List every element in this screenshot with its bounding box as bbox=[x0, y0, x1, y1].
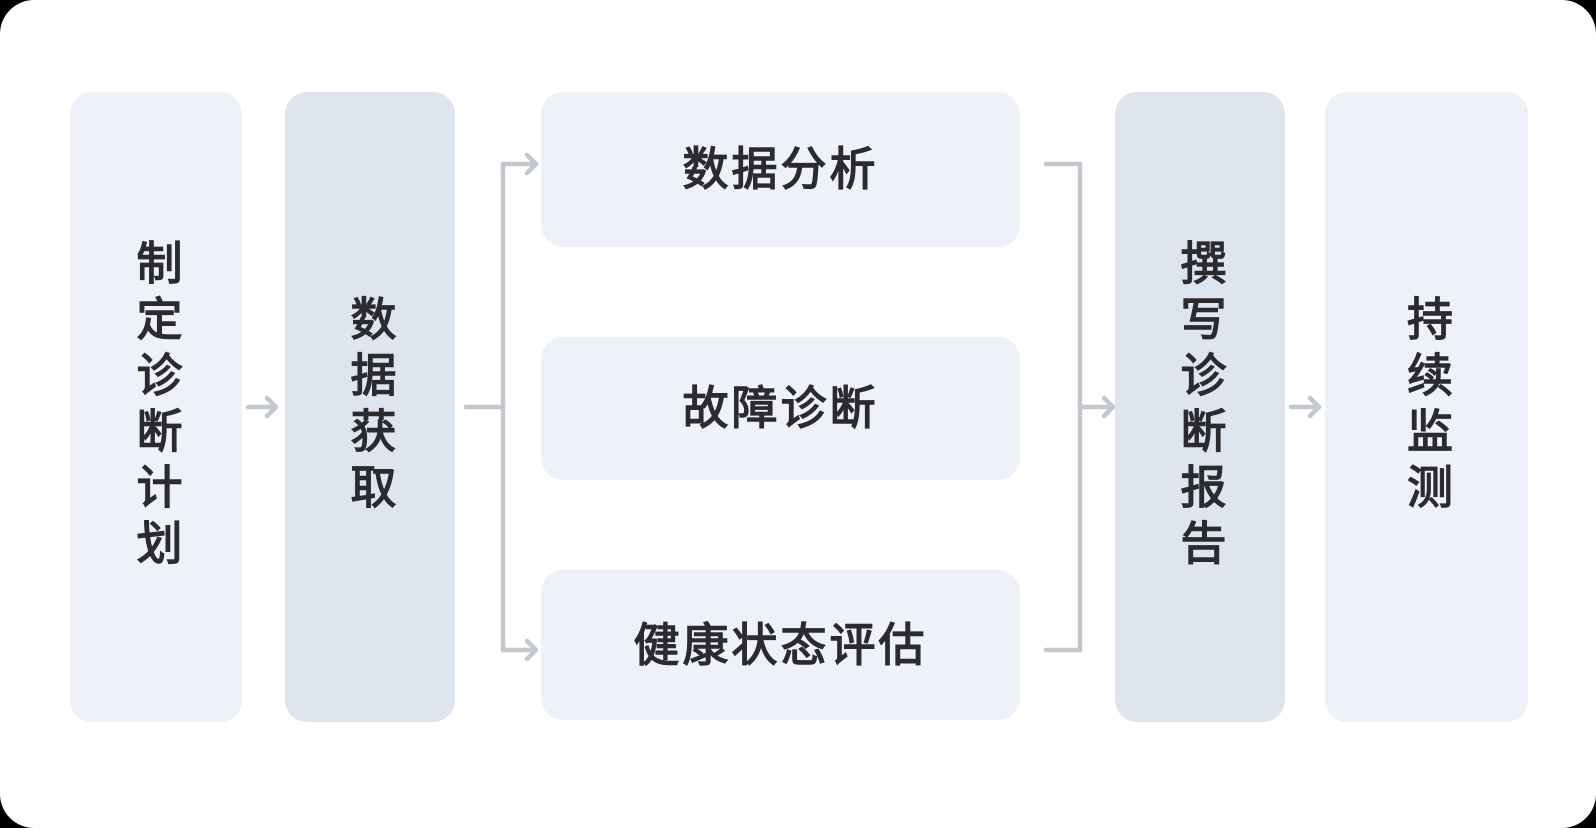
arrow-report-to-monitor-icon bbox=[1287, 387, 1329, 427]
branch-merge-connector-icon bbox=[1020, 150, 1120, 670]
node-label-analysis: 数据分析 bbox=[682, 143, 879, 196]
process-node-plan[interactable]: 制定诊断计划 bbox=[70, 92, 242, 722]
process-node-fault[interactable]: 故障诊断 bbox=[541, 337, 1020, 480]
node-label-monitor: 持续监测 bbox=[1400, 295, 1453, 519]
process-node-health[interactable]: 健康状态评估 bbox=[541, 570, 1020, 720]
branch-fanout-connector-icon bbox=[463, 150, 556, 670]
node-label-fault: 故障诊断 bbox=[682, 382, 879, 435]
process-node-acquire[interactable]: 数据获取 bbox=[285, 92, 455, 722]
process-node-report[interactable]: 撰写诊断报告 bbox=[1115, 92, 1285, 722]
process-node-analysis[interactable]: 数据分析 bbox=[541, 92, 1020, 247]
process-node-monitor[interactable]: 持续监测 bbox=[1325, 92, 1528, 722]
node-label-plan: 制定诊断计划 bbox=[130, 239, 183, 575]
node-label-acquire: 数据获取 bbox=[344, 295, 397, 519]
arrow-plan-to-acquire-icon bbox=[244, 387, 286, 427]
node-label-health: 健康状态评估 bbox=[633, 618, 928, 671]
node-label-report: 撰写诊断报告 bbox=[1174, 239, 1227, 575]
